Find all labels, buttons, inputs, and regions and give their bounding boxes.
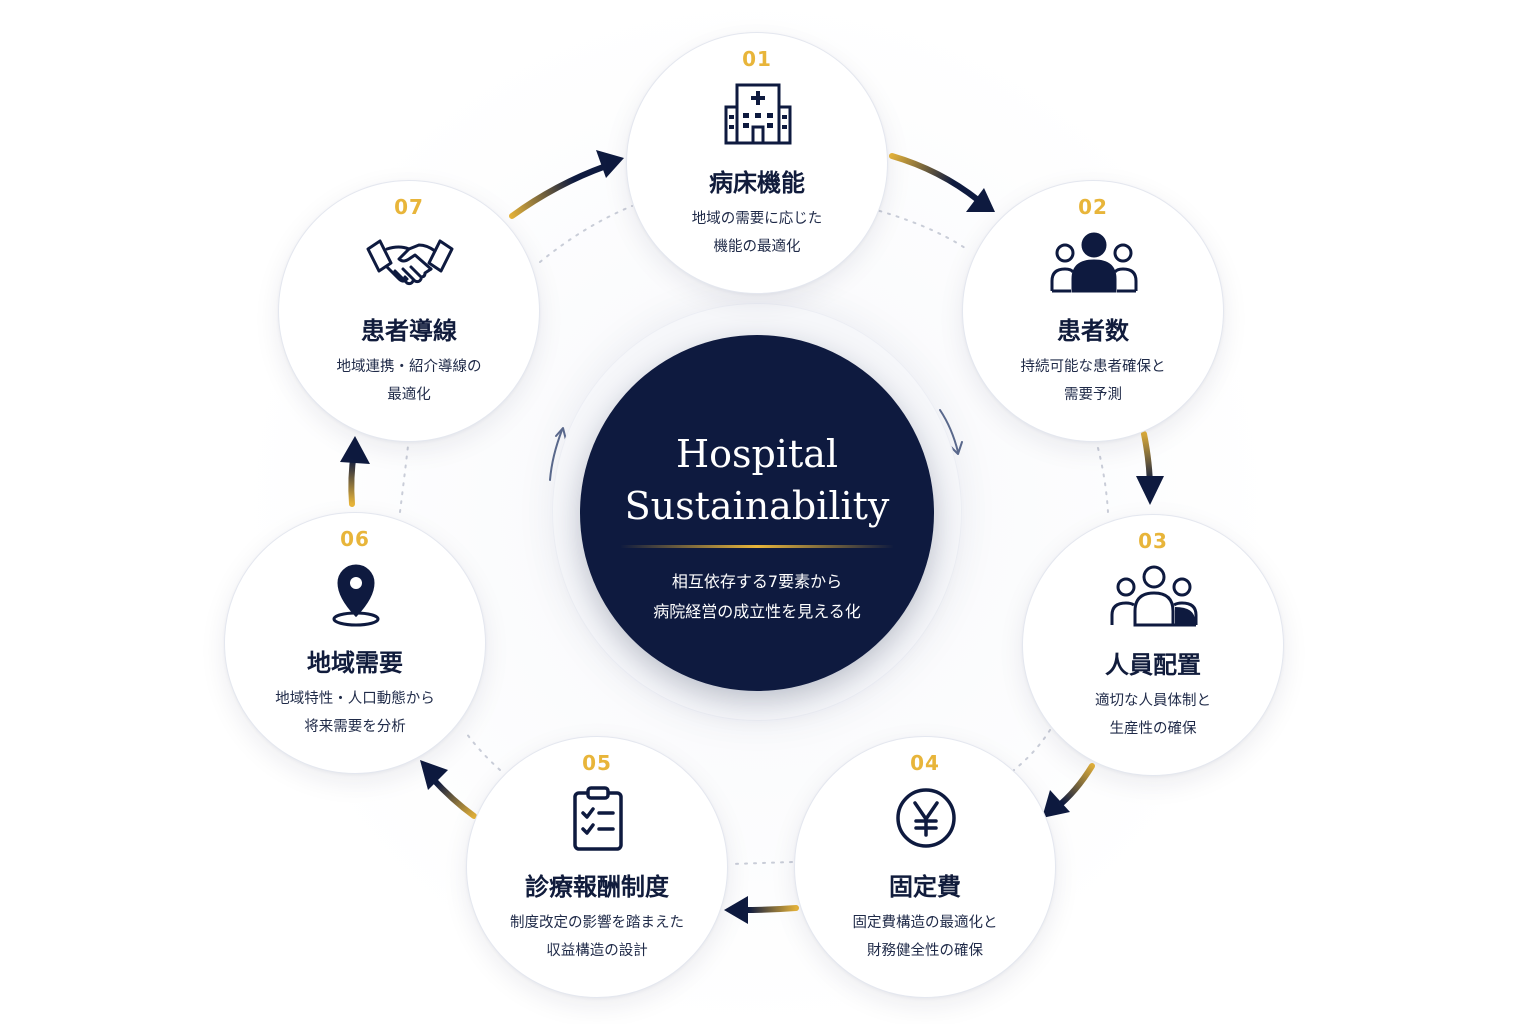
flow-arrow-01-02 (889, 153, 981, 203)
patients-group-icon (1050, 232, 1138, 293)
node-description: 固定費構造の最適化と 財務健全性の確保 (805, 909, 1045, 965)
center-gold-rule (620, 545, 894, 548)
node-desc-line1: 地域の需要に応じた (691, 211, 823, 227)
arrowhead-icon (420, 760, 448, 790)
yen-coin-icon (896, 788, 956, 848)
center-title-line2: Sustainability (624, 484, 890, 528)
center-circle: Hospital Sustainability 相互依存する7要素から 病院経営… (580, 335, 934, 691)
node-number: 07 (394, 195, 424, 219)
node-description: 地域連携・紹介導線の 最適化 (289, 353, 529, 409)
clipboard-checklist-icon (573, 786, 623, 851)
node-03-staffing: 03 人員配置 適切な人員体制と 生産性の確保 (1022, 514, 1284, 776)
arrowhead-icon (596, 150, 624, 178)
inner-arrow-right (939, 409, 959, 453)
node-title: 患者導線 (361, 317, 457, 345)
node-number: 03 (1138, 529, 1168, 553)
node-desc-line1: 地域特性・人口動態から (275, 691, 435, 707)
hospital-building-icon (724, 83, 792, 145)
node-04-fixed-cost: 04 固定費 固定費構造の最適化と 財務健全性の確保 (794, 736, 1056, 998)
flow-arrow-05-06 (429, 775, 477, 819)
node-number: 05 (582, 751, 612, 775)
arrowhead-icon (1136, 476, 1164, 505)
node-desc-line2: 需要予測 (1064, 387, 1122, 403)
node-description: 適切な人員体制と 生産性の確保 (1033, 687, 1273, 743)
node-number: 01 (742, 47, 772, 71)
dotted-links (399, 205, 1109, 865)
center-subtitle: 相互依存する7要素から 病院経営の成立性を見える化 (580, 567, 934, 627)
node-desc-line1: 固定費構造の最適化と (852, 915, 998, 931)
node-number: 02 (1078, 195, 1108, 219)
node-description: 制度改定の影響を踏まえた 収益構造の設計 (477, 909, 717, 965)
node-desc-line2: 生産性の確保 (1109, 721, 1197, 737)
node-number: 04 (910, 751, 940, 775)
flow-arrow-04-05 (739, 905, 799, 913)
node-title: 固定費 (889, 873, 961, 901)
node-description: 持続可能な患者確保と 需要予測 (973, 353, 1213, 409)
flow-arrow-03-04 (1053, 763, 1095, 811)
node-06-regional-demand: 06 地域需要 地域特性・人口動態から 将来需要を分析 (224, 512, 486, 774)
node-02-patient-count: 02 患者数 持続可能な患者確保と 需要予測 (962, 180, 1224, 442)
location-pin-icon (332, 564, 380, 627)
center-title-line1: Hospital (675, 432, 839, 476)
arrowhead-icon (724, 896, 748, 924)
node-desc-line1: 地域連携・紹介導線の (336, 359, 482, 375)
node-desc-line2: 機能の最適化 (713, 239, 801, 255)
node-title: 患者数 (1057, 317, 1129, 345)
center-subtitle-line1: 相互依存する7要素から (671, 572, 843, 591)
arrowhead-icon (1042, 790, 1070, 818)
handshake-icon (366, 239, 454, 286)
node-title: 地域需要 (307, 649, 403, 677)
node-description: 地域特性・人口動態から 将来需要を分析 (235, 685, 475, 741)
staff-group-icon (1110, 565, 1198, 627)
center-title: Hospital Sustainability (580, 428, 934, 532)
node-desc-line2: 収益構造の設計 (546, 943, 648, 959)
node-desc-line2: 財務健全性の確保 (867, 943, 983, 959)
node-number: 06 (340, 527, 370, 551)
inner-arrow-left (549, 429, 563, 481)
center-subtitle-line2: 病院経営の成立性を見える化 (653, 602, 861, 621)
node-desc-line2: 最適化 (387, 387, 431, 403)
node-05-reimbursement-system: 05 診療報酬制度 制度改定の影響を踏まえた 収益構造の設計 (466, 736, 728, 998)
node-07-patient-flow: 07 患者導線 地域連携・紹介導線の 最適化 (278, 180, 540, 442)
node-desc-line1: 制度改定の影響を踏まえた (510, 915, 684, 931)
node-description: 地域の需要に応じた 機能の最適化 (637, 205, 877, 261)
node-title: 病床機能 (709, 169, 805, 197)
node-01-bed-function: 01 病床機能 地域の需要に応じた 機能の最適化 (626, 32, 888, 294)
flow-arrow-07-01 (509, 163, 609, 219)
arrowhead-icon (966, 188, 995, 212)
arrowhead-icon (340, 436, 370, 464)
node-desc-line2: 将来需要を分析 (304, 719, 406, 735)
node-title: 人員配置 (1105, 651, 1201, 679)
node-title: 診療報酬制度 (525, 873, 669, 901)
node-desc-line1: 適切な人員体制と (1095, 693, 1211, 709)
node-desc-line1: 持続可能な患者確保と (1020, 359, 1166, 375)
